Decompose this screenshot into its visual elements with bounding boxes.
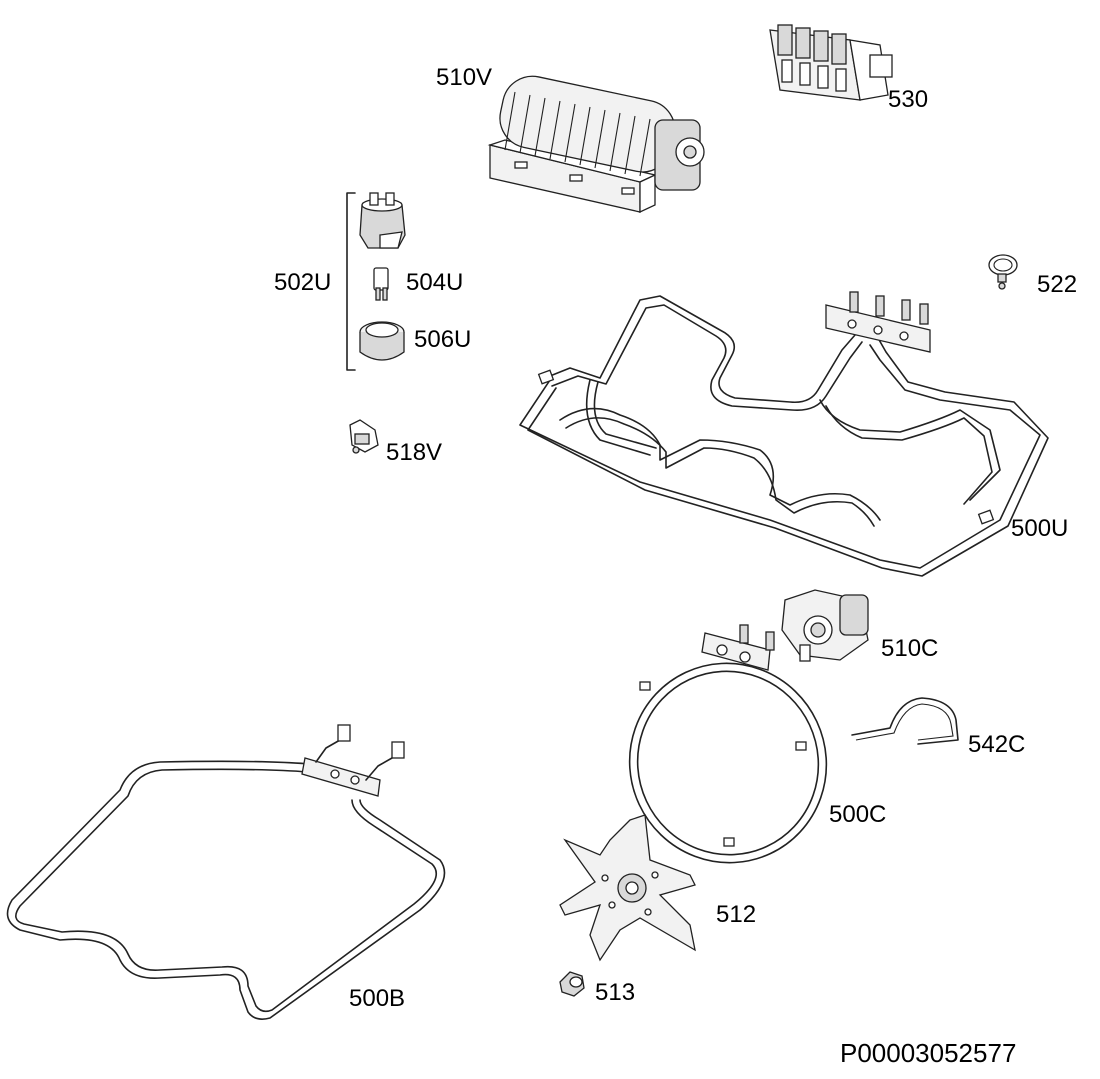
fan-motor-icon xyxy=(781,589,869,662)
label-502u: 502U xyxy=(274,269,332,296)
document-code: P00003052577 xyxy=(840,1038,1017,1068)
circular-heating-element-icon xyxy=(628,624,828,864)
lamp-holder-icon xyxy=(359,192,406,249)
bottom-heating-element-icon xyxy=(6,724,446,1020)
label-522: 522 xyxy=(1037,271,1078,298)
terminal-block-icon xyxy=(769,24,893,101)
nut-icon xyxy=(559,971,585,997)
label-506u: 506U xyxy=(414,326,472,353)
label-512: 512 xyxy=(716,901,757,928)
top-heating-element-icon xyxy=(519,291,1049,577)
spring-clip-icon xyxy=(851,697,959,745)
label-518v: 518V xyxy=(386,439,443,466)
label-500c: 500C xyxy=(829,801,887,828)
tangential-fan-icon xyxy=(487,75,705,214)
lamp-assembly-bracket-icon xyxy=(346,192,356,371)
label-500b: 500B xyxy=(349,985,406,1012)
lamp-bulb-icon xyxy=(373,267,389,301)
thermostat-clip-icon xyxy=(349,419,379,454)
label-513: 513 xyxy=(595,979,636,1006)
label-510c: 510C xyxy=(881,635,939,662)
fan-blade-icon xyxy=(559,814,696,962)
clip-icon xyxy=(988,254,1018,290)
label-500u: 500U xyxy=(1011,515,1069,542)
lamp-cover-icon xyxy=(359,321,405,361)
label-504u: 504U xyxy=(406,269,464,296)
label-510v: 510V xyxy=(436,64,493,91)
label-542c: 542C xyxy=(968,731,1026,758)
label-530: 530 xyxy=(888,86,929,113)
